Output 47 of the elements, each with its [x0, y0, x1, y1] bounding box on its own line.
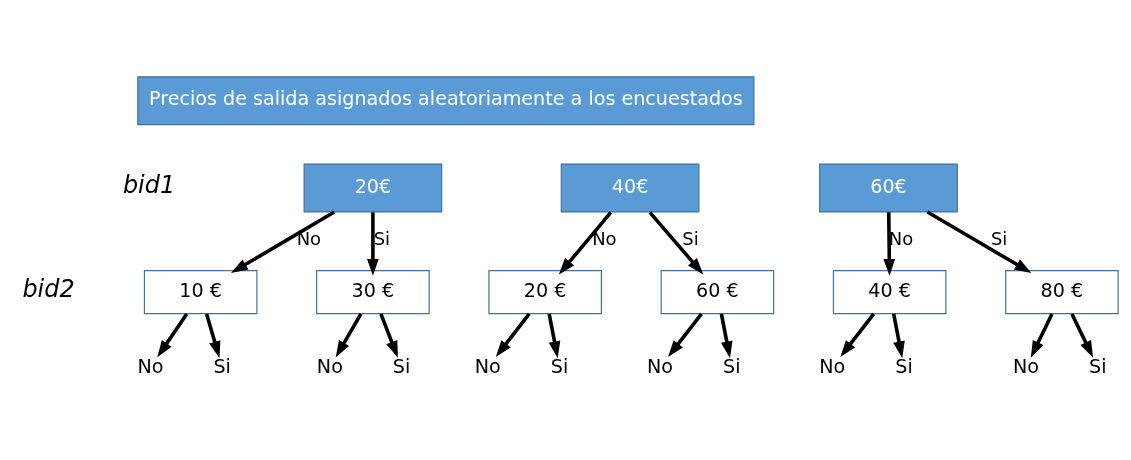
arrow: [1070, 312, 1094, 358]
node-text: Si: [895, 354, 913, 378]
node-box: 20 €: [488, 269, 602, 314]
node-text: No: [137, 354, 164, 378]
node-text: No: [316, 354, 343, 378]
node-text: No: [646, 354, 674, 378]
arrow: [558, 210, 613, 275]
arrow: [1030, 312, 1054, 358]
arrow: [883, 211, 896, 276]
node-text: No: [1013, 354, 1040, 378]
node-box: 10 €: [143, 269, 258, 314]
node-text: Si: [213, 354, 231, 378]
arrow: [204, 312, 221, 358]
node-text: Si: [723, 354, 741, 378]
arrow: [230, 210, 336, 273]
arrow: [926, 210, 1032, 273]
node-box: 40 €: [832, 269, 947, 314]
node-box: 40€: [560, 163, 700, 213]
node-text: No: [474, 354, 501, 378]
arrow: [367, 211, 379, 276]
edge-label: No: [592, 227, 617, 249]
label: bid2: [22, 274, 75, 303]
arrow: [668, 312, 703, 357]
node-box: 80 €: [1005, 269, 1119, 314]
edge-label: No: [296, 227, 322, 249]
arrow: [547, 313, 561, 358]
arrow: [648, 210, 704, 274]
edge-label: Si: [990, 227, 1008, 249]
arrow: [495, 312, 531, 357]
edge-label: Si: [373, 227, 391, 249]
node-box: Precios de salida asignados aleatoriamente a los encuestados: [137, 75, 755, 125]
arrow: [840, 312, 876, 357]
node-text: No: [819, 354, 846, 378]
node-text: Si: [392, 354, 411, 378]
node-box: 30 €: [316, 269, 430, 314]
node-text: Si: [550, 354, 569, 378]
arrow: [335, 312, 363, 357]
arrow: [157, 312, 189, 357]
node-box: 60 €: [660, 269, 775, 314]
edge-label: Si: [682, 227, 699, 249]
arrow: [379, 312, 398, 358]
arrow: [891, 313, 905, 358]
arrow: [719, 313, 733, 358]
label: bid1: [122, 170, 176, 199]
node-box: 20€: [303, 163, 443, 213]
node-box: 60€: [819, 163, 958, 213]
node-text: Si: [1089, 354, 1107, 378]
